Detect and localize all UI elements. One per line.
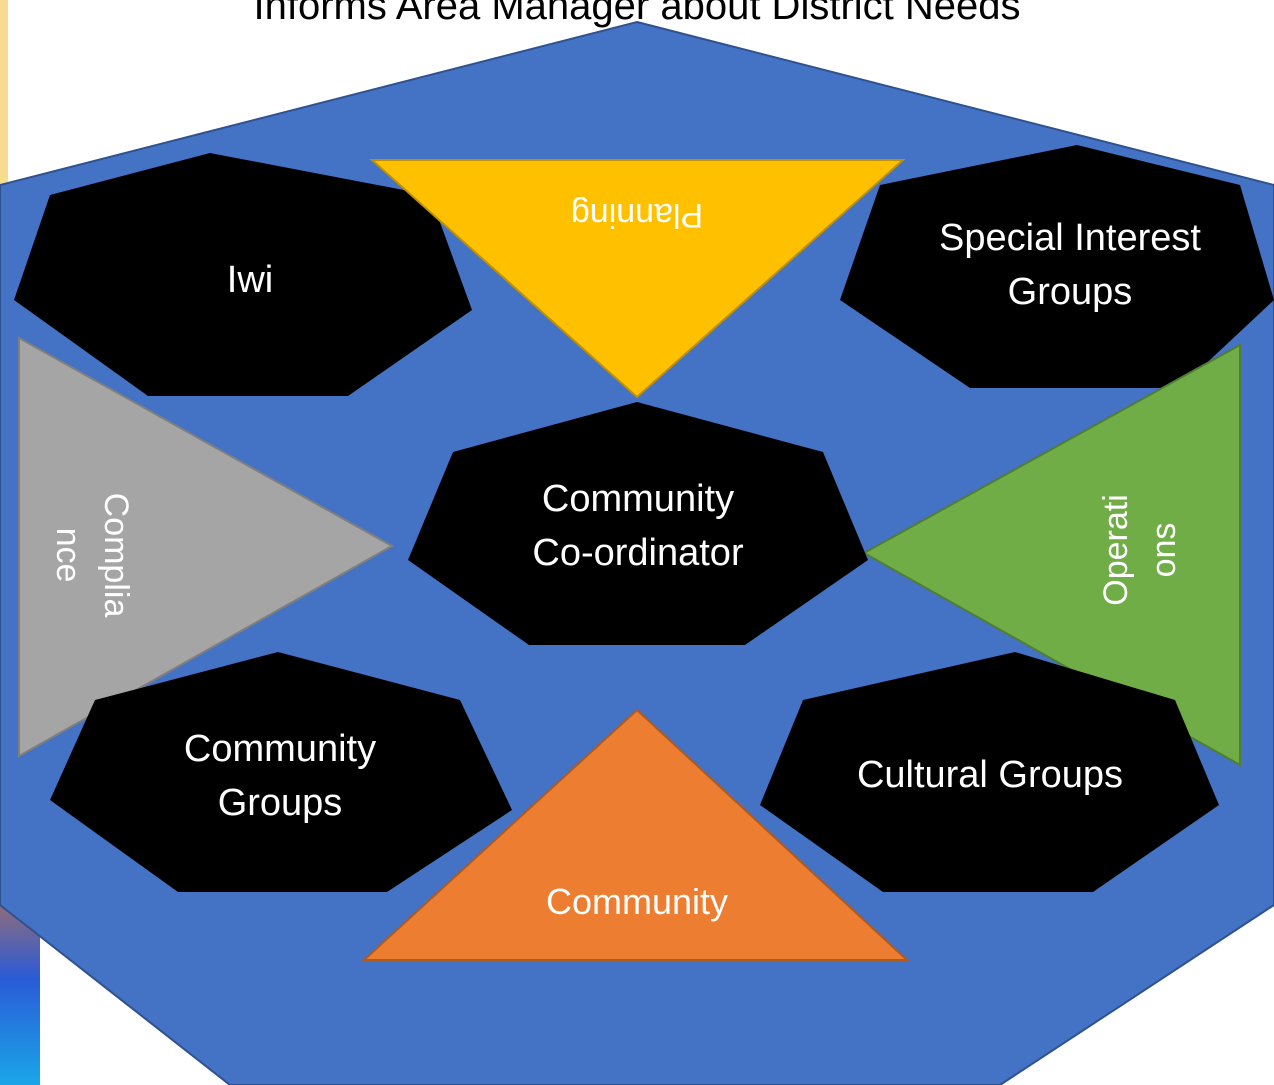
node-cultural-groups-shape (760, 652, 1219, 892)
triangle-compliance-label: Complia nce (49, 492, 135, 618)
triangle-operations-label: Operati ons (1097, 494, 1183, 606)
triangle-planning (369, 159, 906, 399)
triangle-planning-label: Planning (570, 196, 704, 234)
background-strip-top (0, 0, 8, 320)
node-community-groups-shape (50, 652, 512, 892)
node-center-shape (408, 402, 868, 645)
triangle-compliance (18, 336, 395, 758)
triangle-community-label: Community (545, 881, 729, 922)
triangle-community (361, 708, 910, 961)
node-center-label: Community Co-ordinator (532, 477, 744, 574)
node-iwi-shape (14, 153, 472, 396)
node-special-interest-shape (840, 145, 1274, 388)
node-special-interest-label: Special Interest Groups (939, 217, 1201, 313)
node-iwi-label: Iwi (226, 259, 274, 301)
node-cultural-groups-label: Cultural Groups (856, 754, 1124, 796)
node-community-groups-label: Community Groups (183, 727, 377, 824)
triangle-operations (861, 343, 1241, 767)
